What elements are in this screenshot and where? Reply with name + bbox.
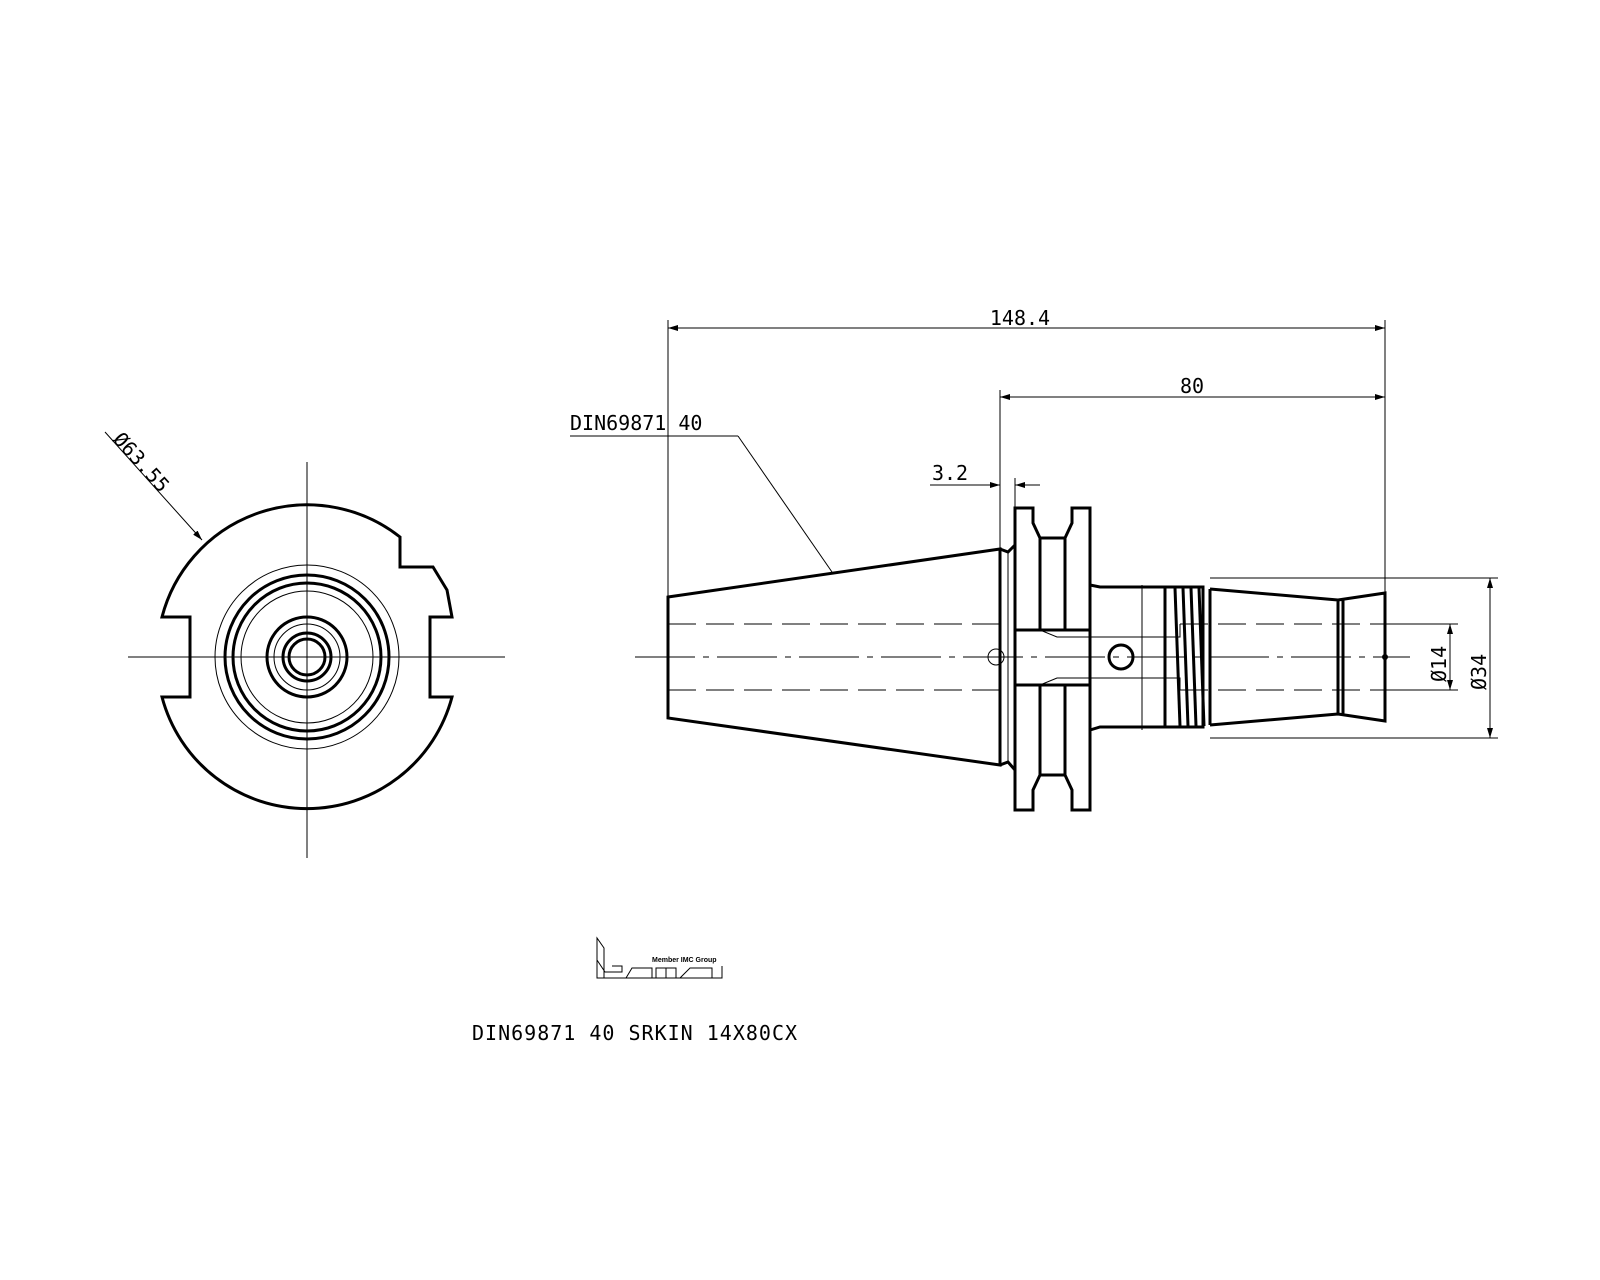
front-diameter-label: Ø63.55 <box>108 427 174 497</box>
front-view-outline <box>160 503 454 811</box>
side-view: 148.4 80 3.2 Ø14 Ø34 DIN69871 40 <box>570 306 1498 812</box>
flange-offset-label: 3.2 <box>932 461 968 485</box>
holder-body <box>1088 583 1205 733</box>
taper-callout: DIN69871 40 <box>570 411 702 435</box>
hidden-bore <box>668 623 1385 691</box>
front-view: Ø63.55 <box>104 427 505 858</box>
diameter-leader <box>104 431 203 541</box>
callout-leader <box>737 435 833 573</box>
overall-length-label: 148.4 <box>990 306 1050 330</box>
flange <box>1013 506 1092 812</box>
bore-diameter-label: Ø14 <box>1427 646 1451 682</box>
iscar-logo: Member IMC Group <box>596 936 723 979</box>
logo-tagline: Member IMC Group <box>652 957 717 964</box>
drawing-title: DIN69871 40 SRKIN 14X80CX <box>472 1021 798 1045</box>
nose-diameter-label: Ø34 <box>1467 654 1491 690</box>
gauge-length-label: 80 <box>1180 374 1204 398</box>
